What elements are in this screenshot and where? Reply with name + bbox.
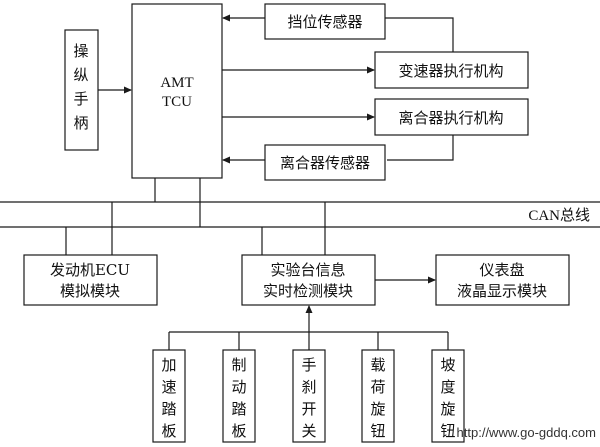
input-char: 速	[161, 378, 176, 396]
can-bus-label: CAN总线	[528, 207, 590, 224]
dashboard-label-line2: 液晶显示模块	[457, 282, 547, 300]
brake-pedal-block: 制 动 踏 板	[222, 349, 256, 443]
clutch-sensor-block: 离合器传感器	[264, 144, 386, 181]
input-char: 荷	[370, 378, 385, 396]
slope-knob-block: 坡 度 旋 钮	[431, 349, 465, 443]
control-lever-block: 操 纵 手 柄	[64, 29, 99, 151]
input-char: 度	[440, 378, 455, 396]
accelerator-pedal-block: 加 速 踏 板	[152, 349, 186, 443]
input-char: 踏	[231, 400, 246, 418]
lever-char: 操	[73, 42, 88, 60]
transmission-actuator-label: 变速器执行机构	[398, 62, 503, 80]
input-char: 刹	[301, 378, 316, 396]
ecu-sim-label-line2: 模拟模块	[60, 282, 120, 300]
input-char: 板	[231, 422, 246, 440]
clutch-actuator-block: 离合器执行机构	[374, 98, 529, 136]
input-char: 钮	[370, 422, 385, 440]
clutch-sensor-label: 离合器传感器	[280, 154, 370, 172]
tcu-label-line2: TCU	[162, 94, 192, 110]
ecu-sim-label-line1: 发动机ECU	[50, 261, 130, 279]
input-char: 手	[301, 356, 316, 374]
gear-sensor-label: 挡位传感器	[287, 13, 362, 31]
gear-sensor-block: 挡位传感器	[264, 3, 386, 40]
monitor-label-line2: 实时检测模块	[263, 282, 353, 300]
test-bench-monitor-block: 实验台信息 实时检测模块	[241, 254, 376, 306]
lever-char: 手	[73, 90, 88, 108]
transmission-actuator-block: 变速器执行机构	[374, 51, 529, 89]
lever-char: 纵	[73, 66, 88, 84]
lever-char: 柄	[73, 114, 88, 132]
input-char: 钮	[440, 422, 455, 440]
input-char: 旋	[440, 400, 455, 418]
input-char: 制	[231, 356, 246, 374]
engine-ecu-sim-block: 发动机ECU 模拟模块	[23, 254, 158, 306]
dashboard-label-line1: 仪表盘	[479, 261, 524, 279]
monitor-label-line1: 实验台信息	[270, 261, 345, 279]
input-char: 板	[161, 422, 176, 440]
input-char: 关	[301, 422, 316, 440]
clutch-actuator-label: 离合器执行机构	[398, 109, 503, 127]
clutch-actuator-link-line	[387, 135, 454, 161]
input-char: 加	[161, 356, 176, 374]
watermark-url: http://www.go-gddq.com	[457, 425, 596, 440]
input-char: 动	[231, 378, 246, 396]
tcu-label-line1: AMT	[160, 75, 193, 91]
input-char: 开	[301, 400, 316, 418]
input-char: 踏	[161, 400, 176, 418]
input-char: 载	[370, 356, 385, 374]
input-char: 旋	[370, 400, 385, 418]
load-knob-block: 载 荷 旋 钮	[361, 349, 395, 443]
dashboard-lcd-block: 仪表盘 液晶显示模块	[435, 254, 570, 306]
handbrake-switch-block: 手 刹 开 关	[292, 349, 326, 443]
tcu-block: AMT TCU	[131, 3, 223, 179]
input-char: 坡	[440, 356, 455, 374]
